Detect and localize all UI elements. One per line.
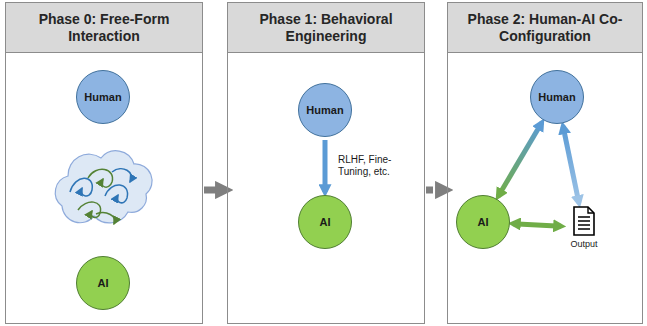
connector-arrow	[498, 123, 541, 196]
actor-circle: Human	[298, 83, 352, 137]
phase-panel: Phase 2: Human-AI Co-ConfigurationHumanA…	[447, 2, 643, 324]
actor-label: Human	[84, 91, 121, 103]
actor-label: Human	[538, 91, 575, 103]
actor-label: Human	[306, 104, 343, 116]
panel-title: Phase 2: Human-AI Co-Configuration	[454, 11, 636, 45]
connector-arrow	[513, 224, 561, 227]
actor-circle: Human	[530, 70, 584, 124]
panel-header: Phase 1: Behavioral Engineering	[228, 3, 424, 53]
actor-circle: AI	[298, 195, 352, 249]
actor-circle: Human	[76, 70, 130, 124]
connector-arrow	[204, 187, 226, 194]
actor-circle: AI	[456, 195, 510, 249]
connector-arrow	[563, 126, 579, 203]
connector-arrow	[323, 140, 328, 192]
actor-circle: AI	[76, 256, 130, 310]
phase-panel: Phase 0: Free-Form InteractionHumanAI	[5, 2, 203, 324]
output-label: Output	[564, 239, 604, 249]
panel-title: Phase 1: Behavioral Engineering	[234, 11, 418, 45]
swirl-arrows	[70, 169, 131, 224]
actor-label: AI	[478, 216, 489, 228]
document-icon	[572, 206, 596, 236]
edge-label: RLHF, Fine-Tuning, etc.	[338, 154, 400, 178]
actor-label: AI	[98, 277, 109, 289]
actor-label: AI	[320, 216, 331, 228]
panel-header: Phase 0: Free-Form Interaction	[6, 3, 202, 53]
output-document: Output	[564, 206, 604, 249]
connector-arrow	[426, 187, 446, 194]
panel-header: Phase 2: Human-AI Co-Configuration	[448, 3, 642, 53]
panel-title: Phase 0: Free-Form Interaction	[12, 11, 196, 45]
